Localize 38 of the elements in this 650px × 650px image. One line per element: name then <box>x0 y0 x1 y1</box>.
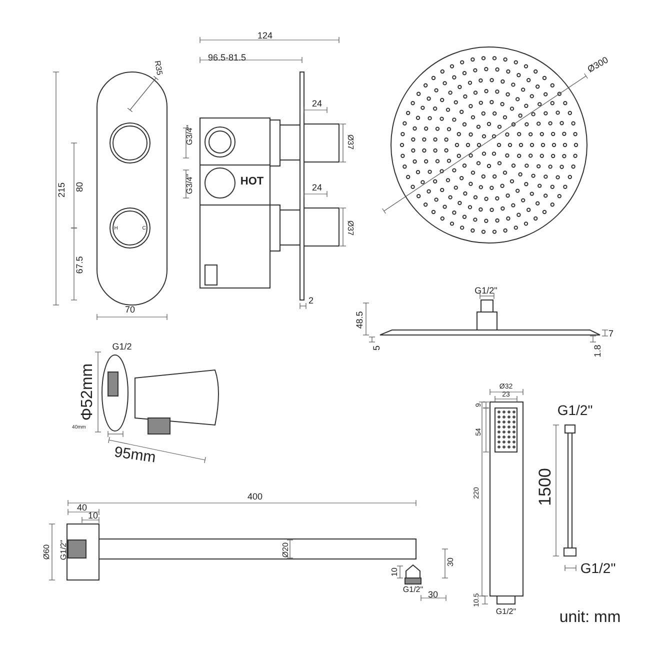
dimension-value: G1/2" <box>474 286 498 296</box>
dimension-value: Ø37 <box>346 220 354 236</box>
unit-note: unit: mm <box>559 610 621 626</box>
dimension-value: 24 <box>312 184 322 192</box>
dimension-value: Φ52mm <box>80 363 96 421</box>
dimension-value: G1/2" <box>496 608 516 616</box>
dimension-value: 30 <box>428 590 438 600</box>
dimension-value: R35 <box>152 60 164 76</box>
dimension-value: Ø37 <box>346 134 354 150</box>
dimension-value: 215 <box>58 182 66 198</box>
dimension-value: 1500 <box>536 468 554 506</box>
dimension-value: G1/2" <box>580 561 616 575</box>
dimension-value: G1/2" <box>402 586 424 594</box>
dimension-value: 70 <box>125 306 135 314</box>
dimension-value: G1/2" <box>60 540 68 560</box>
dimension-value: 67.5 <box>76 256 84 274</box>
dimension-value: Ø20 <box>282 542 290 558</box>
dimension-value: 24 <box>312 100 322 108</box>
dimension-value: 48.5 <box>356 311 364 329</box>
dimension-value: 2 <box>308 296 314 306</box>
dimension-value: 30 <box>447 558 455 566</box>
dimension-value: G3/4" <box>186 124 194 146</box>
dimension-value: 10 <box>88 512 98 520</box>
dimension-value: 5 <box>372 346 382 350</box>
hot-marking: HOT <box>240 176 264 188</box>
dimension-value: 95mm <box>113 444 157 466</box>
dimension-value: 10 <box>391 568 399 576</box>
dimension-value: 1.8 <box>594 344 602 358</box>
dimension-value: G1/2" <box>557 403 593 417</box>
dimension-value: 400 <box>247 492 263 502</box>
dimension-value: 40 <box>77 504 87 512</box>
dimension-value: 80 <box>76 182 84 192</box>
dimension-value: 7 <box>608 330 614 338</box>
dimension-value: 124 <box>257 32 273 40</box>
dimension-value: G1/2 <box>112 342 132 352</box>
dimension-value: G3/4" <box>186 174 194 194</box>
dimension-value: Ø60 <box>43 544 51 560</box>
dimension-value: 96.5-81.5 <box>208 54 246 62</box>
